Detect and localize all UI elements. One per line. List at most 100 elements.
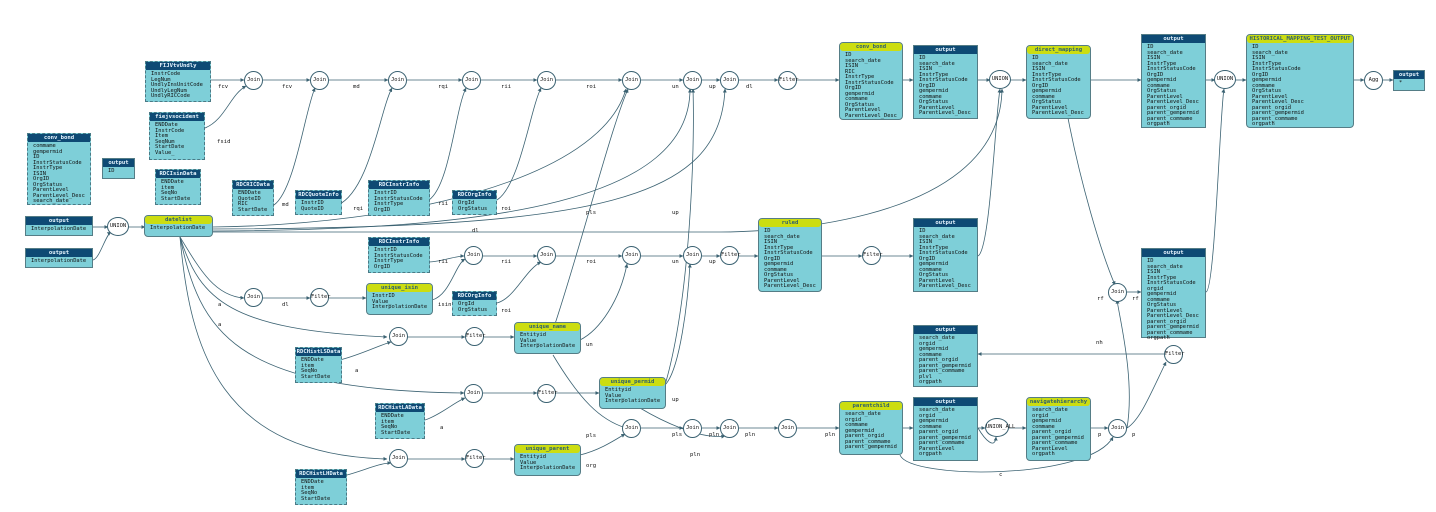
join-node[interactable]: Join (244, 288, 263, 307)
field-name: UndlyRICCode (151, 93, 190, 99)
table-output-interp[interactable]: output InterpolationDate (25, 248, 93, 268)
table-title: datelist (145, 216, 212, 224)
field-name: ID (764, 228, 771, 234)
field-name: ID (108, 168, 115, 174)
field-name: InstrType (764, 244, 794, 251)
join-node[interactable]: Join (464, 384, 483, 403)
join-node[interactable]: Join (462, 71, 481, 90)
join-node[interactable]: Join (720, 71, 739, 90)
join-node[interactable]: Join (683, 246, 702, 265)
filter-node[interactable]: Filter (465, 449, 485, 468)
join-node[interactable]: Join (464, 246, 483, 265)
field-name: InstrType (845, 74, 875, 80)
union-all-node[interactable]: UNION_ALL (985, 418, 1015, 437)
table-output-interp[interactable]: output InterpolationDate (25, 216, 93, 236)
field-name: parent_commame (1147, 115, 1193, 122)
join-node[interactable]: Join (537, 71, 556, 90)
table-datelist[interactable]: datelist InterpolationDate (144, 215, 213, 237)
field-name: InterpolationDate (372, 304, 428, 310)
table-title: RDCOrgInfo (453, 292, 496, 300)
filter-node[interactable]: Filter (778, 71, 798, 90)
field-name: ISIN (764, 239, 777, 245)
join-node[interactable]: Join (683, 71, 702, 90)
union-node[interactable]: UNION (107, 217, 129, 236)
field-name: InstrStatusCode (919, 250, 968, 256)
edge-label-a: a (218, 322, 222, 328)
edge-label-rii: rii (438, 201, 449, 207)
filter-node[interactable]: Filter (310, 288, 330, 307)
field-name: parent_commame (1032, 440, 1078, 446)
field-name: Entityid (605, 387, 631, 393)
edge-label-un: un (672, 259, 679, 265)
join-node[interactable]: Join (388, 71, 407, 90)
join-node[interactable]: Join (389, 327, 408, 346)
join-node[interactable]: Join (1108, 283, 1127, 302)
field-name: OrgID (1252, 71, 1269, 78)
edge-label-rqi: rqi (438, 84, 449, 90)
field-name: commame (919, 423, 942, 430)
edge-label-fsid: fsid (217, 139, 231, 145)
join-node[interactable]: Join (622, 71, 641, 90)
aggregate-node[interactable]: Agg (1364, 71, 1383, 90)
join-node[interactable]: Join (310, 71, 329, 90)
edge-label-pls: pls (586, 433, 597, 439)
field-name: commame (1032, 423, 1055, 430)
join-node[interactable]: Join (720, 419, 739, 438)
filter-node[interactable]: Filter (537, 384, 557, 403)
field-name: StartDate (381, 429, 411, 436)
join-node[interactable]: Join (622, 246, 641, 265)
edge-label-org: org (586, 463, 597, 469)
field-name: ISIN (1147, 55, 1160, 61)
join-node[interactable]: Join (1108, 419, 1127, 438)
field-name: commame (33, 143, 56, 149)
table-output-id[interactable]: output ID (102, 158, 135, 179)
join-node[interactable]: Join (244, 71, 263, 90)
filter-node[interactable]: Filter (720, 246, 740, 265)
field-name: ENDDate (381, 413, 404, 419)
table-output-star[interactable]: output * (1393, 70, 1425, 91)
join-node[interactable]: Join (778, 419, 797, 438)
join-node[interactable]: Join (683, 419, 702, 438)
join-node[interactable]: Join (537, 246, 556, 265)
field-name: gempermid (919, 261, 949, 267)
filter-node[interactable]: Filter (862, 246, 882, 265)
filter-node[interactable]: Filter (465, 327, 485, 346)
join-node[interactable]: Join (622, 419, 641, 438)
join-node[interactable]: Join (389, 449, 408, 468)
field-name: Value_ (155, 149, 175, 156)
union-node[interactable]: UNION (989, 70, 1011, 89)
filter-node[interactable]: Filter (1164, 345, 1184, 364)
union-node[interactable]: UNION (1214, 70, 1236, 89)
table-title: output (1142, 35, 1205, 43)
